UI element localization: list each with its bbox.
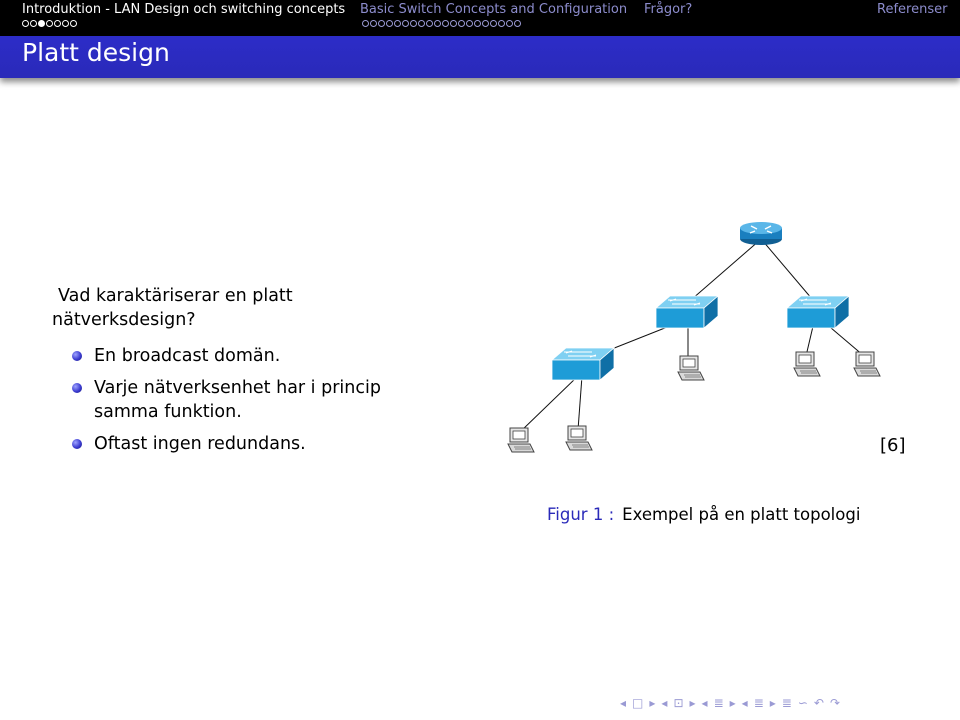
ball-bullet-icon	[72, 383, 82, 393]
nav-symbol-icon[interactable]: ◂	[620, 696, 627, 710]
ball-bullet-icon	[72, 439, 82, 449]
figure-label: Figur 1 :	[547, 505, 615, 524]
section-link-introduction[interactable]: Introduktion - LAN Design och switching …	[22, 2, 346, 17]
frame-dot[interactable]	[402, 20, 409, 27]
frame-dot[interactable]	[450, 20, 457, 27]
frame-dot[interactable]	[514, 20, 521, 27]
switch-icon	[551, 347, 615, 381]
frame-title-band: Platt design	[0, 36, 960, 78]
section-navigation-bar: Introduktion - LAN Design och switching …	[0, 0, 960, 36]
switch-icon	[786, 295, 850, 329]
frame-dot[interactable]	[394, 20, 401, 27]
frame-dot[interactable]	[490, 20, 497, 27]
frame-dot[interactable]	[498, 20, 505, 27]
workstation-icon	[565, 425, 593, 451]
frame-dot[interactable]	[46, 20, 53, 27]
citation-reference[interactable]: [6]	[880, 435, 906, 456]
frame-dot[interactable]	[362, 20, 369, 27]
nav-symbol-icon[interactable]: ◂	[741, 696, 748, 710]
beamer-navigation-symbols: ◂ □ ▸ ◂ ⊡ ▸ ◂ ≣ ▸ ◂ ≣ ▸ ≣ ∽ ↶ ↷	[620, 696, 840, 714]
nav-symbol-icon[interactable]: ▸	[649, 696, 656, 710]
figure-caption-text: Exempel på en platt topologi	[622, 505, 861, 524]
frame-dot[interactable]	[482, 20, 489, 27]
lead-question: Vad karaktäriserar en platt nätverksdesi…	[52, 286, 293, 330]
router-icon	[740, 222, 782, 245]
frame-dot[interactable]	[370, 20, 377, 27]
figure-caption: Figur 1 : Exempel på en platt topologi	[547, 505, 860, 524]
frame-dot[interactable]	[54, 20, 61, 27]
bullet-list: En broadcast domän. Varje nätverksenhet …	[72, 344, 412, 464]
frame-dot[interactable]	[418, 20, 425, 27]
frame-dot[interactable]	[458, 20, 465, 27]
nav-symbol-icon[interactable]: ▸	[729, 696, 736, 710]
frame-dot[interactable]	[386, 20, 393, 27]
nav-symbol-icon[interactable]: ≣	[753, 696, 764, 710]
frame-dot[interactable]	[22, 20, 29, 27]
workstation-icon	[507, 427, 535, 453]
nav-symbol-icon[interactable]: □	[632, 696, 644, 710]
frame-dot[interactable]	[410, 20, 417, 27]
frame-dot[interactable]	[30, 20, 37, 27]
nav-symbol-icon[interactable]: ≣	[781, 696, 792, 710]
bullet-item: En broadcast domän.	[72, 344, 412, 368]
ball-bullet-icon	[72, 351, 82, 361]
section-link-basic-switch[interactable]: Basic Switch Concepts and Configuration	[360, 2, 628, 17]
nav-symbol-icon[interactable]: ≣	[713, 696, 724, 710]
nav-symbol-icon[interactable]: ∽	[797, 696, 808, 710]
section-link-questions[interactable]: Frågor?	[644, 2, 693, 17]
frame-dot[interactable]	[70, 20, 77, 27]
section-link-references[interactable]: Referenser	[877, 2, 948, 17]
frame-dot[interactable]	[62, 20, 69, 27]
nav-symbol-icon[interactable]: ◂	[701, 696, 708, 710]
frame-dot[interactable]	[442, 20, 449, 27]
frame-dot[interactable]	[38, 20, 45, 27]
frame-dots-basic-switch	[362, 20, 521, 30]
frame-dot[interactable]	[426, 20, 433, 27]
workstation-icon	[793, 351, 821, 377]
nav-symbol-icon[interactable]: ▸	[689, 696, 696, 710]
switch-icon	[655, 295, 719, 329]
bullet-item: Oftast ingen redundans.	[72, 432, 412, 456]
frame-dot[interactable]	[434, 20, 441, 27]
frame-dot[interactable]	[378, 20, 385, 27]
workstation-icon	[853, 351, 881, 377]
flat-topology-diagram	[507, 222, 881, 453]
frame-title: Platt design	[22, 38, 170, 67]
nav-symbol-icon[interactable]: ⊡	[673, 696, 684, 710]
nav-symbol-icon[interactable]: ◂	[661, 696, 668, 710]
frame-dot[interactable]	[506, 20, 513, 27]
nav-symbol-icon[interactable]: ↷	[829, 696, 841, 710]
workstation-icon	[677, 355, 705, 381]
frame-dot[interactable]	[474, 20, 481, 27]
nav-symbol-icon[interactable]: ↶	[813, 696, 824, 710]
nav-symbol-icon[interactable]: ▸	[769, 696, 776, 710]
frame-dot[interactable]	[466, 20, 473, 27]
bullet-item: Varje nätverksenhet har i princip samma …	[72, 376, 412, 424]
frame-dots-introduction	[22, 20, 77, 30]
